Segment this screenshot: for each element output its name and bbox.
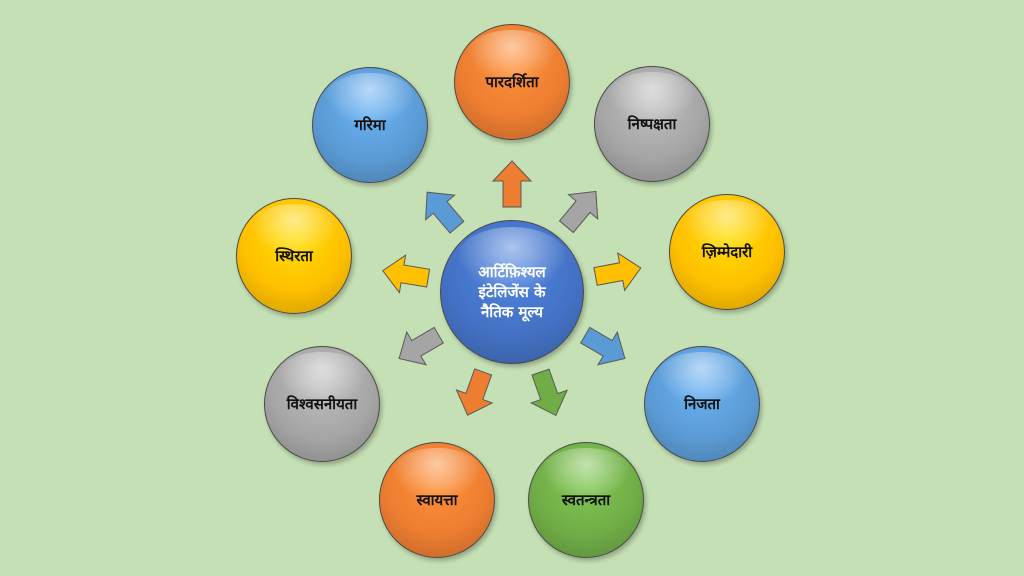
arrow-reliability (398, 326, 444, 366)
arrow-responsibility (593, 251, 642, 292)
arrow-autonomy (455, 368, 494, 416)
node-responsibility: ज़िम्मेदारी (669, 194, 785, 310)
node-impartiality: निष्पक्षता (594, 66, 710, 182)
node-label: स्थिरता (275, 246, 313, 265)
arrow-transparency (491, 160, 533, 208)
node-label: निष्पक्षता (627, 114, 677, 133)
node-label: स्वायत्ता (416, 490, 458, 509)
node-dignity: गरिमा (312, 67, 428, 183)
arrow-privacy (580, 326, 626, 366)
node-stability: स्थिरता (236, 198, 352, 314)
arrow-impartiality (558, 190, 599, 234)
node-label: पारदर्शिता (485, 72, 539, 91)
node-label: विश्वसनीयता (286, 394, 358, 413)
node-label: स्वतन्त्रता (561, 490, 611, 509)
center-label: आर्टिफ़िश्यल इंटेलिजेंस के नैतिक मूल्य (478, 262, 546, 322)
node-freedom: स्वतन्त्रता (528, 442, 644, 558)
arrow-dignity (425, 191, 465, 234)
center-node: आर्टिफ़िश्यल इंटेलिजेंस के नैतिक मूल्य (440, 220, 584, 364)
arrow-stability (382, 254, 431, 294)
node-transparency: पारदर्शिता (454, 24, 570, 140)
node-privacy: निजता (644, 346, 760, 462)
node-autonomy: स्वायत्ता (379, 442, 495, 558)
node-label: गरिमा (354, 115, 386, 134)
arrow-freedom (530, 368, 569, 417)
node-label: ज़िम्मेदारी (701, 242, 753, 261)
node-label: निजता (684, 394, 720, 413)
node-reliability: विश्वसनीयता (264, 346, 380, 462)
